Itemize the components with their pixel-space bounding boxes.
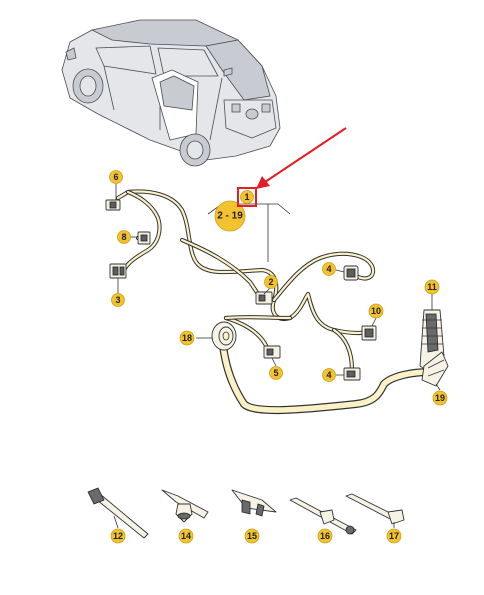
connector-2 — [255, 291, 273, 305]
cable-tie-17 — [345, 493, 405, 528]
callout-4-lower: 4 — [322, 368, 336, 382]
svg-text:11: 11 — [427, 282, 437, 292]
callout-19: 19 — [432, 390, 448, 406]
svg-text:4: 4 — [326, 370, 331, 380]
callout-10: 10 — [368, 303, 384, 319]
svg-text:1: 1 — [244, 192, 249, 202]
main-harness-loom — [218, 330, 434, 415]
callout-3: 3 — [111, 293, 125, 307]
clip-14 — [161, 489, 209, 523]
svg-text:18: 18 — [182, 333, 192, 343]
svg-text:3: 3 — [115, 295, 120, 305]
connector-4-upper — [343, 265, 359, 281]
callout-2: 2 — [264, 275, 278, 289]
callout-8: 8 — [117, 230, 131, 244]
callout-18: 18 — [179, 330, 195, 346]
connector-10 — [361, 325, 377, 341]
svg-text:16: 16 — [320, 531, 330, 541]
callout-6: 6 — [109, 170, 123, 184]
red-pointer-arrow — [256, 127, 347, 189]
connector-4-lower — [343, 367, 361, 381]
svg-text:2: 2 — [268, 277, 273, 287]
range-label: 2 - 19 — [217, 211, 243, 222]
connector-6 — [105, 199, 121, 211]
callout-markers: 1 2 3 4 4 5 6 8 — [109, 170, 448, 544]
svg-text:14: 14 — [181, 531, 191, 541]
svg-text:4: 4 — [326, 264, 331, 274]
callout-5: 5 — [269, 366, 283, 380]
callout-1: 1 — [237, 187, 257, 207]
range-callout: 2 - 19 — [214, 200, 246, 232]
clip-15 — [231, 489, 277, 517]
cable-tie-16 — [289, 497, 357, 535]
leader-lines — [115, 184, 441, 391]
svg-text:6: 6 — [113, 172, 118, 182]
connector-5 — [263, 345, 281, 359]
connector-8 — [137, 231, 151, 245]
callout-17: 17 — [386, 528, 402, 544]
wiring-harness — [115, 189, 376, 373]
callout-15: 15 — [244, 528, 260, 544]
callout-4-upper: 4 — [322, 262, 336, 276]
svg-text:10: 10 — [371, 306, 381, 316]
svg-text:15: 15 — [247, 531, 257, 541]
car-illustration — [61, 19, 281, 167]
connector-3 — [109, 263, 127, 279]
svg-text:12: 12 — [113, 531, 123, 541]
svg-text:5: 5 — [273, 368, 278, 378]
svg-text:17: 17 — [389, 531, 399, 541]
svg-text:8: 8 — [121, 232, 126, 242]
corrugated-conduit — [419, 309, 449, 387]
callout-14: 14 — [178, 528, 194, 544]
callout-11: 11 — [424, 279, 440, 295]
svg-text:19: 19 — [435, 393, 445, 403]
grommet — [211, 321, 237, 351]
cable-tie-12 — [87, 487, 149, 539]
callout-16: 16 — [317, 528, 333, 544]
callout-12: 12 — [110, 528, 126, 544]
